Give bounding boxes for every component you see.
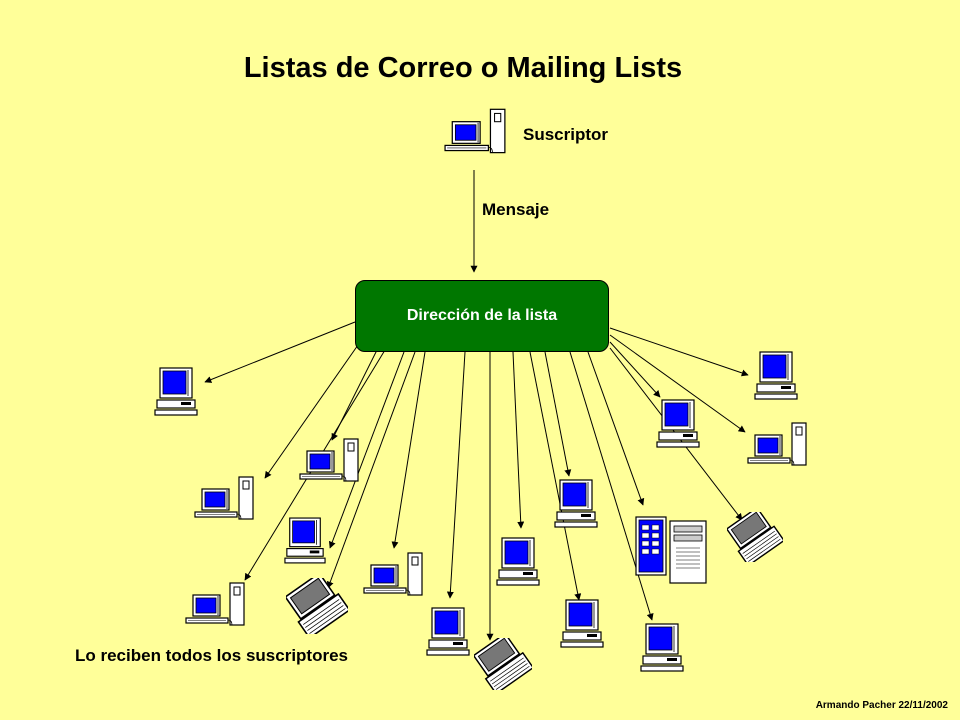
page-title: Listas de Correo o Mailing Lists (243, 52, 683, 84)
laptop-computer-icon (474, 638, 532, 690)
desktop-computer-icon (154, 367, 198, 416)
desktop-computer-icon (560, 599, 604, 648)
desktop-computer-icon (426, 607, 470, 656)
arrow-to-recipient (204, 321, 356, 383)
laptop-computer-icon (727, 512, 783, 562)
desktop-tower-computer-icon (194, 476, 254, 520)
arrow-to-recipient (609, 334, 746, 433)
desktop-computer-icon (554, 479, 598, 528)
sender-computer-icon (444, 108, 506, 154)
desktop-computer-icon (640, 623, 684, 672)
arrow-to-recipient (446, 351, 466, 599)
arrow-to-recipient (512, 351, 525, 529)
desktop-computer-icon (284, 517, 326, 564)
desktop-tower-computer-icon (185, 582, 245, 626)
desktop-tower-computer-icon (363, 552, 423, 596)
laptop-computer-icon (286, 578, 348, 634)
server-tower-icon (635, 516, 707, 584)
desktop-tower-computer-icon (299, 438, 359, 482)
arrow-to-recipient (609, 341, 661, 398)
desktop-tower-computer-icon (747, 422, 807, 466)
arrow-to-recipient (544, 351, 572, 477)
sender-label: Suscriptor (523, 125, 609, 144)
list-address-node: Dirección de la lista (355, 280, 609, 352)
arrow-to-recipient (587, 351, 645, 506)
arrow-to-recipient (326, 351, 416, 589)
distribution-arrows (204, 321, 749, 641)
desktop-computer-icon (656, 399, 700, 448)
list-address-label: Dirección de la lista (406, 307, 558, 324)
author-credit: Armando Pacher 22/11/2002 (815, 700, 948, 711)
recipients-caption: Lo reciben todos los suscriptores (75, 646, 349, 665)
arrow-to-recipient (529, 351, 582, 601)
desktop-computer-icon (496, 537, 540, 586)
arrow-to-recipient (609, 327, 749, 377)
message-label: Mensaje (482, 200, 550, 219)
arrow-to-recipient (264, 344, 359, 479)
arrow-to-recipient (328, 351, 405, 549)
arrow-to-recipient (391, 351, 426, 549)
desktop-computer-icon (754, 351, 798, 400)
recipient-computers (154, 351, 807, 690)
